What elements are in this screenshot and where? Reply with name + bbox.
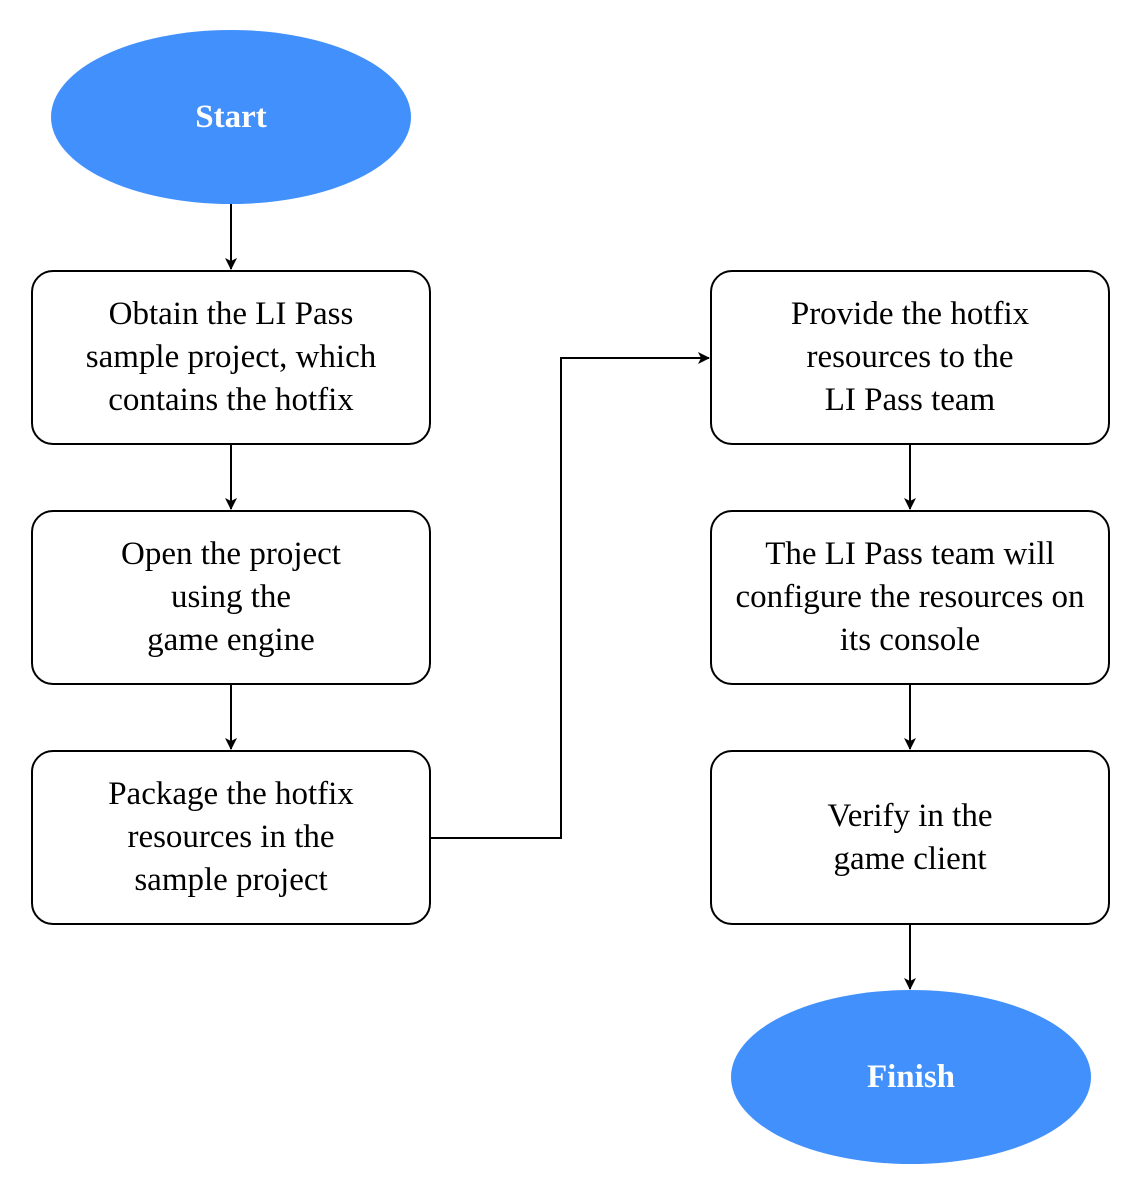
start-terminal: Start [51,30,411,204]
step-configure-label: The LI Pass team will configure the reso… [735,536,1085,658]
finish-label: Finish [866,1058,956,1095]
step-verify-label: Verify in the game client [827,797,993,877]
step-provide-label: Provide the hotfix resources to the LI P… [790,296,1030,418]
start-label: Start [195,98,267,135]
finish-terminal: Finish [731,990,1091,1164]
step-open-project: Open the project using the game engine [31,510,431,685]
step-provide-resources: Provide the hotfix resources to the LI P… [710,270,1110,445]
step-package-resources: Package the hotfix resources in the samp… [31,750,431,925]
arrow-package-to-provide [431,352,710,839]
step-verify-client: Verify in the game client [710,750,1110,925]
step-obtain-sample-project: Obtain the LI Pass sample project, which… [31,270,431,445]
step-open-label: Open the project using the game engine [121,536,341,658]
step-obtain-label: Obtain the LI Pass sample project, which… [85,296,377,418]
step-configure-console: The LI Pass team will configure the reso… [710,510,1110,685]
step-package-label: Package the hotfix resources in the samp… [108,776,354,898]
